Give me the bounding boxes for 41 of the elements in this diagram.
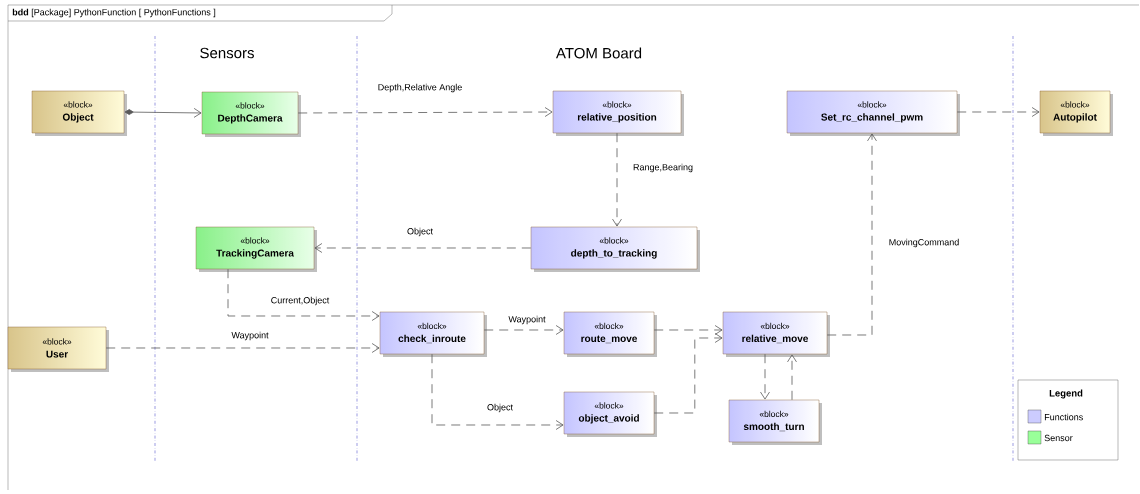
block-box: «block» route_move	[563, 311, 657, 357]
arrow	[431, 353, 564, 430]
block-box: «block» relative_move	[722, 311, 830, 357]
arrow	[826, 133, 877, 336]
block-box: «block» Set_rc_channel_pwm	[786, 90, 960, 136]
arrow	[105, 343, 380, 353]
block-box: «block» Autopilot	[1039, 90, 1113, 136]
legend-title: Legend	[1049, 389, 1083, 399]
block-box: «block» check_inroute	[379, 311, 487, 357]
legend-label: Functions	[1044, 413, 1083, 421]
arrow	[227, 268, 380, 321]
edge-label: Range,Bearing	[632, 162, 695, 174]
lane-heading: ATOM Board	[555, 47, 642, 59]
edge-label: Waypoint	[507, 314, 547, 326]
arrow	[314, 243, 532, 253]
composition-arrow	[124, 108, 202, 118]
block-box: «block» depth_to_tracking	[530, 226, 700, 272]
edge-label: Object	[486, 402, 514, 414]
block-box: «block» smooth_turn	[728, 399, 822, 445]
edge-label: Waypoint	[230, 330, 270, 342]
block-box: «block» object_avoid	[563, 391, 657, 437]
block-box: «block» User	[7, 326, 109, 372]
legend-label: Sensor	[1044, 434, 1073, 442]
arrow	[760, 353, 770, 400]
arrow	[612, 132, 622, 227]
arrow	[483, 325, 564, 335]
edge-label: Depth,Relative Angle	[376, 82, 464, 94]
arrow	[956, 107, 1040, 117]
lane-heading: Sensors	[200, 47, 254, 59]
edge-label: Current,Object	[269, 295, 331, 307]
block-box: «block» Object	[31, 90, 127, 136]
edge-label: MovingCommand	[887, 237, 961, 249]
arrow	[653, 333, 723, 414]
arrow	[297, 107, 553, 117]
block-box: «block» DepthCamera	[201, 91, 301, 137]
arrow	[653, 325, 723, 335]
arrow	[787, 354, 797, 401]
block-box: «block» relative_position	[552, 90, 684, 136]
frame-title: bdd [Package] PythonFunction [ PythonFunctions ]	[12, 8, 216, 18]
edge-label: Object	[406, 226, 434, 238]
block-box: «block» TrackingCamera	[195, 226, 317, 272]
